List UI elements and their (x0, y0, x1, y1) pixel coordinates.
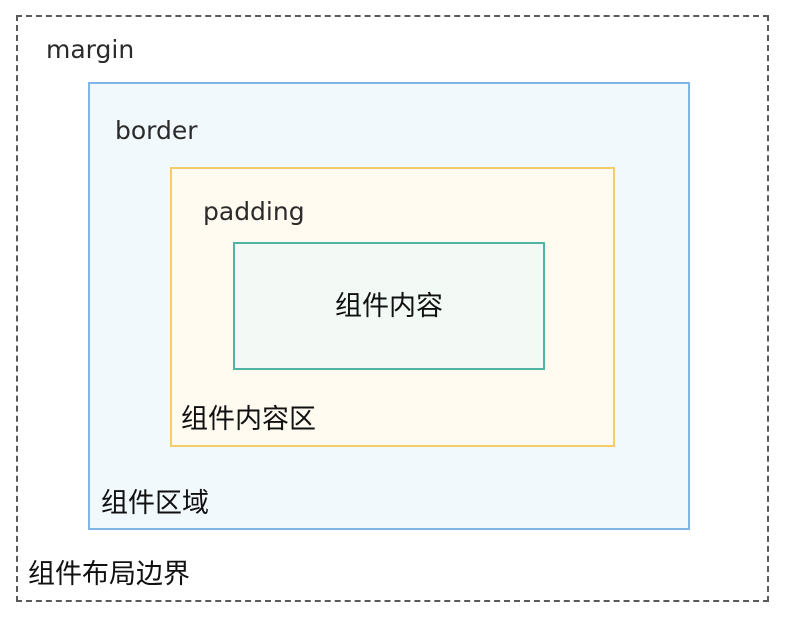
border-label: border (115, 116, 198, 145)
component-content-label: 组件内容 (233, 242, 545, 370)
component-content-text: 组件内容 (335, 290, 443, 322)
content-area-label: 组件内容区 (181, 404, 316, 435)
component-content-box (233, 242, 545, 370)
layout-boundary-label: 组件布局边界 (28, 559, 190, 590)
padding-label: padding (203, 197, 305, 226)
component-area-label: 组件区域 (101, 488, 209, 519)
margin-label: margin (46, 35, 135, 64)
